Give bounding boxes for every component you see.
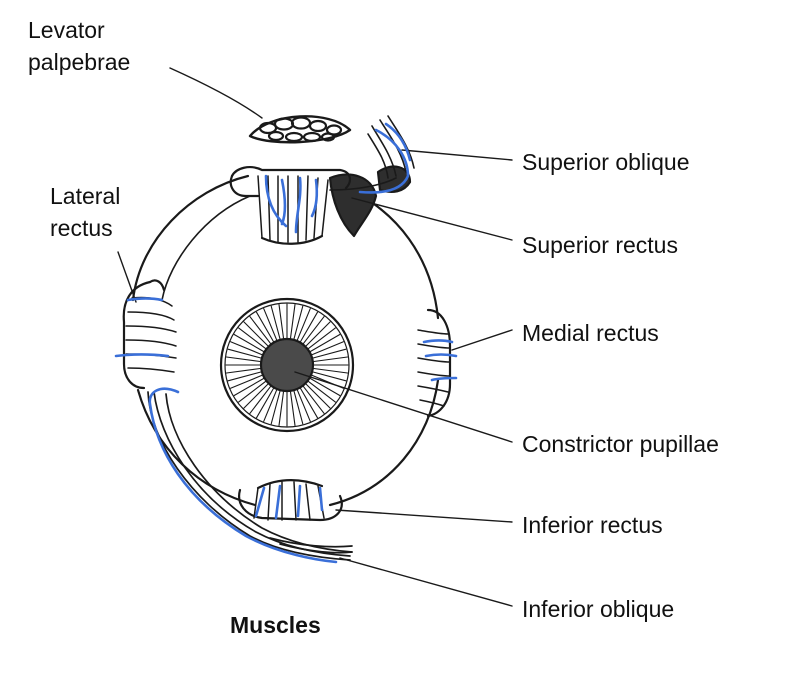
iris-fiber: [312, 371, 347, 382]
iris-fiber: [238, 327, 267, 350]
iris-fiber: [227, 371, 262, 382]
iris-fiber: [309, 333, 341, 353]
superior-rectus-muscle: [229, 166, 352, 245]
iris-fiber: [299, 387, 319, 419]
leader-lines: [117, 67, 513, 607]
diagram-caption: Muscles: [230, 612, 321, 638]
iris-fiber: [309, 377, 341, 397]
iris-fiber: [243, 321, 269, 347]
iris-fiber: [302, 385, 325, 414]
iris-fiber: [302, 316, 325, 345]
iris-fiber: [289, 303, 296, 339]
iris-fiber: [296, 389, 311, 422]
iris-fiber: [230, 341, 263, 356]
iris-fiber: [238, 380, 267, 403]
iris: [219, 297, 355, 433]
label-inferior-rectus: Inferior rectus: [522, 512, 663, 538]
medial-rectus-muscle: [417, 308, 452, 418]
iris-fiber: [313, 356, 349, 363]
superior-oblique-muscle: [329, 115, 415, 191]
iris-fiber: [243, 383, 269, 409]
iris-fiber: [249, 316, 272, 345]
label-inferior-oblique: Inferior oblique: [522, 596, 675, 622]
iris-fiber: [255, 387, 275, 419]
label-levator-palpebrae-line2: palpebrae: [28, 49, 131, 75]
iris-fiber: [307, 327, 336, 350]
label-lateral-rectus-line1: Lateral: [50, 183, 121, 209]
iris-fiber: [278, 391, 285, 427]
levator-palpebrae-muscle: [248, 115, 352, 144]
label-medial-rectus: Medial rectus: [522, 320, 659, 346]
iris-fiber: [225, 356, 261, 363]
iris-fiber: [293, 390, 304, 425]
label-superior-oblique: Superior oblique: [522, 149, 690, 175]
iris-fiber: [307, 380, 336, 403]
iris-fiber: [225, 367, 261, 374]
iris-fiber: [293, 305, 304, 340]
iris-fiber: [299, 311, 319, 343]
iris-fiber: [305, 383, 331, 409]
iris-fiber: [313, 367, 349, 374]
label-superior-rectus: Superior rectus: [522, 232, 678, 258]
label-constrictor-pupillae: Constrictor pupillae: [522, 431, 719, 457]
inferior-rectus-muscle: [238, 479, 343, 522]
iris-fiber: [227, 348, 262, 359]
iris-fiber: [230, 374, 263, 389]
iris-fiber: [296, 308, 311, 341]
iris-fiber: [270, 390, 281, 425]
iris-fiber: [289, 391, 296, 427]
iris-fiber: [263, 308, 278, 341]
iris-fiber: [263, 389, 278, 422]
iris-fiber: [311, 341, 344, 356]
iris-fiber: [233, 333, 265, 353]
iris-fiber: [270, 305, 281, 340]
iris-fiber: [312, 348, 347, 359]
lateral-rectus-muscle: [122, 279, 177, 390]
blue-annotations: [114, 122, 458, 564]
label-levator-palpebrae-line1: Levator: [28, 17, 105, 43]
iris-fiber: [278, 303, 285, 339]
trochlea-shadow: [328, 173, 378, 238]
iris-fiber: [249, 385, 272, 414]
iris-fiber: [305, 321, 331, 347]
pupil: [259, 337, 315, 393]
iris-fiber: [255, 311, 275, 343]
constrictor-pupillae-fibers: [225, 303, 349, 427]
label-lateral-rectus-line2: rectus: [50, 215, 113, 241]
iris-fiber: [233, 377, 265, 397]
